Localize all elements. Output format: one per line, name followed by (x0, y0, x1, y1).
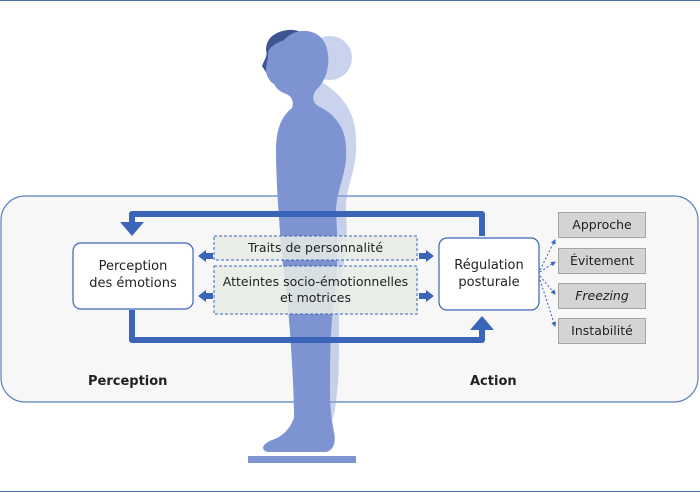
caption-action: Action (470, 374, 517, 389)
atteintes-label: Atteintes socio-émotionnelles et motrice… (214, 274, 417, 306)
option-approche: Approche (558, 212, 646, 238)
caption-perception: Perception (88, 374, 168, 389)
feedback-arrow-top-head (120, 222, 144, 236)
regulation-box (438, 237, 540, 311)
option-instabilite: Instabilité (558, 318, 646, 344)
atteintes-line-1: Atteintes socio-émotionnelles (222, 274, 409, 289)
response-arrows (539, 239, 557, 327)
regulation-label: Régulation posturale (439, 257, 539, 291)
feedback-arrow-bottom-head (470, 316, 494, 330)
factor-arrows (198, 250, 434, 302)
traits-label: Traits de personnalité (247, 240, 384, 255)
atteintes-box (213, 265, 418, 315)
perception-box (72, 242, 194, 310)
perception-line-1: Perception (98, 259, 168, 274)
option-evitement: Évitement (558, 248, 646, 274)
feedback-arrow-bottom (129, 310, 485, 343)
feedback-arrow-top (129, 211, 485, 236)
top-rule (0, 0, 700, 1)
regulation-line-1: Régulation (454, 258, 524, 273)
pedestal (248, 456, 356, 463)
atteintes-line-2: et motrices (280, 290, 351, 305)
traits-box (213, 235, 418, 261)
perception-line-2: des émotions (89, 276, 177, 291)
regulation-line-2: posturale (458, 275, 520, 290)
option-freezing: Freezing (558, 283, 646, 309)
perception-label: Perception des émotions (73, 258, 193, 292)
